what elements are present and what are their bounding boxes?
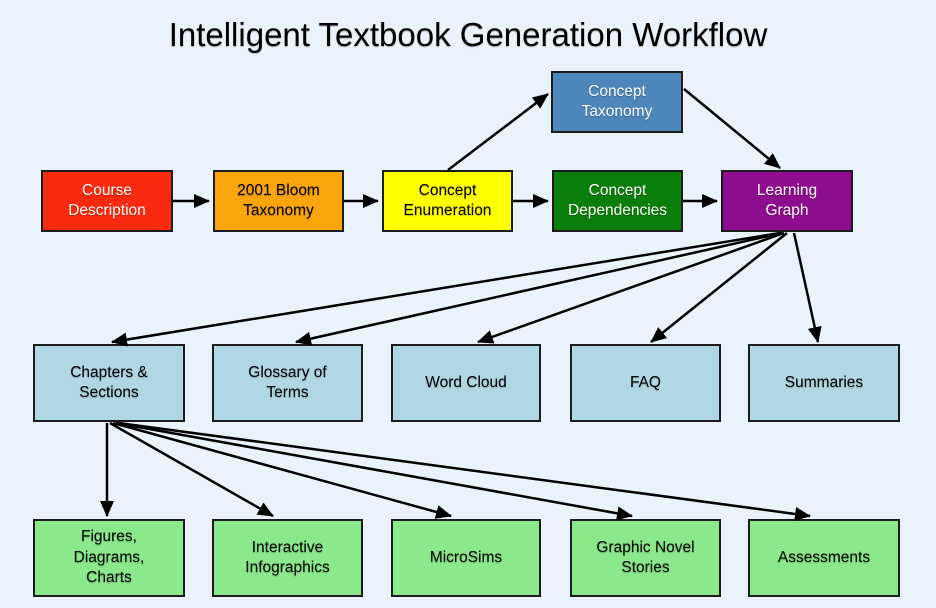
arrow-chapters-sections-to-interactive-infographics	[109, 421, 274, 518]
arrow-chapters-sections-to-graphic-novel-stories	[115, 421, 633, 521]
node-figures-diagrams-charts: Figures, Diagrams, Charts	[33, 519, 185, 597]
arrow-concept-enumeration-to-concept-taxonomy	[447, 93, 549, 171]
arrow-learning-graph-to-word-cloud	[477, 231, 785, 344]
arrow-learning-graph-to-glossary-of-terms	[295, 231, 783, 346]
node-learning-graph: Learning Graph	[721, 170, 853, 232]
node-course-description: Course Description	[41, 170, 173, 232]
node-summaries: Summaries	[748, 344, 900, 422]
node-concept-enumeration: Concept Enumeration	[382, 170, 513, 232]
arrow-learning-graph-to-faq	[650, 232, 788, 343]
arrow-concept-taxonomy-to-learning-graph	[683, 88, 781, 169]
node-interactive-infographics: Interactive Infographics	[212, 519, 363, 597]
node-graphic-novel-stories: Graphic Novel Stories	[570, 519, 721, 597]
arrow-chapters-sections-to-microsims	[112, 421, 452, 519]
diagram-title: Intelligent Textbook Generation Workflow	[168, 16, 768, 53]
node-microsims: MicroSims	[391, 519, 541, 597]
node-assessments: Assessments	[748, 519, 900, 597]
node-concept-dependencies: Concept Dependencies	[552, 170, 683, 232]
node-glossary-of-terms: Glossary of Terms	[212, 344, 363, 422]
node-chapters-sections: Chapters & Sections	[33, 344, 185, 422]
node-bloom-taxonomy: 2001 Bloom Taxonomy	[213, 170, 344, 232]
arrow-learning-graph-to-chapters-sections	[111, 231, 781, 347]
arrow-chapters-sections-to-assessments	[118, 421, 811, 521]
node-faq: FAQ	[570, 344, 721, 422]
node-word-cloud: Word Cloud	[391, 344, 541, 422]
arrow-learning-graph-to-summaries	[792, 232, 822, 343]
node-concept-taxonomy: Concept Taxonomy	[551, 71, 683, 133]
